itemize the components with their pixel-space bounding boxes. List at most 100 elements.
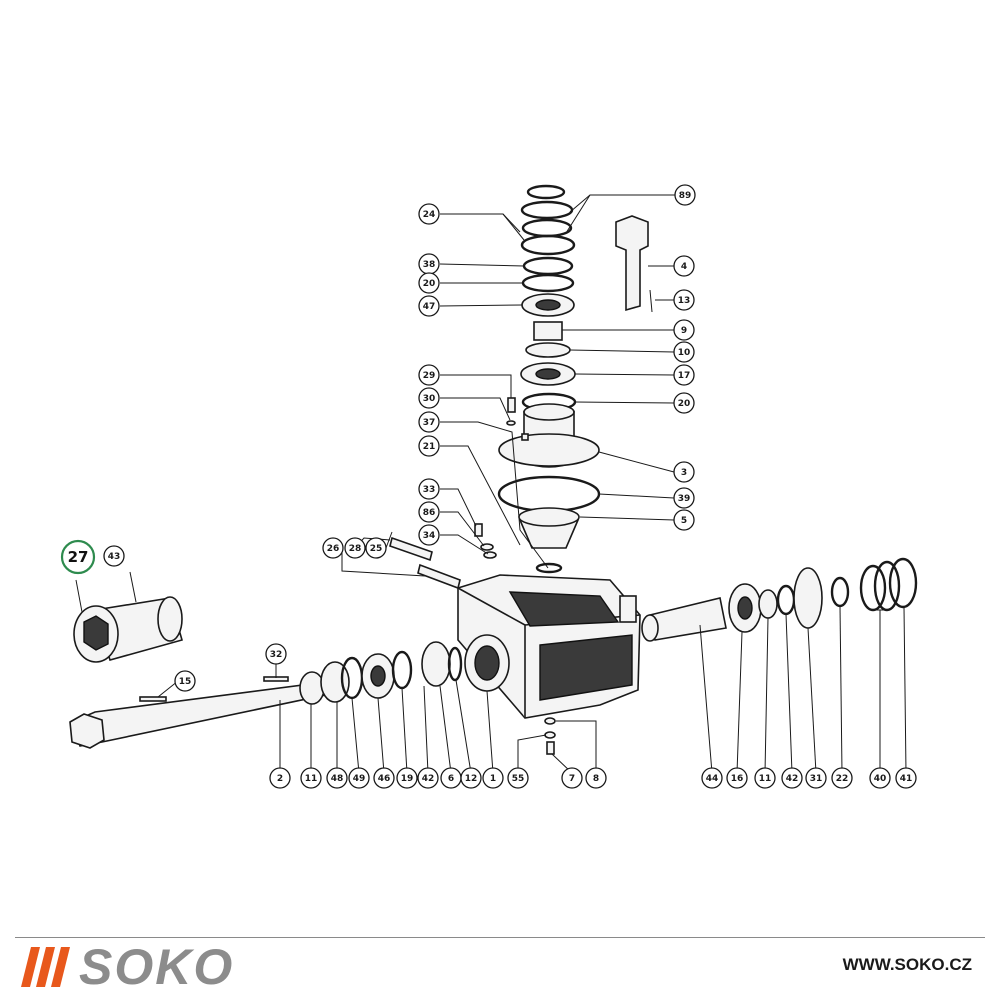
svg-text:11: 11 xyxy=(305,774,318,784)
label-40: 40 xyxy=(869,767,891,789)
leader-lines xyxy=(75,194,907,774)
svg-text:33: 33 xyxy=(423,485,436,495)
label-22: 22 xyxy=(831,767,853,789)
svg-text:89: 89 xyxy=(679,191,692,201)
svg-text:44: 44 xyxy=(706,774,719,784)
label-49: 49 xyxy=(348,767,370,789)
svg-text:6: 6 xyxy=(448,774,454,784)
label-16: 16 xyxy=(726,767,748,789)
label-46: 46 xyxy=(373,767,395,789)
small-washers xyxy=(544,717,556,755)
label-33: 33 xyxy=(418,478,440,500)
highlighted-part-27[interactable]: 27 xyxy=(60,539,96,575)
svg-text:4: 4 xyxy=(681,262,687,272)
svg-text:48: 48 xyxy=(331,774,344,784)
label-48: 48 xyxy=(326,767,348,789)
svg-text:19: 19 xyxy=(401,774,414,784)
svg-text:38: 38 xyxy=(423,260,436,270)
label-6: 6 xyxy=(440,767,462,789)
label-86: 86 xyxy=(418,501,440,523)
label-21: 21 xyxy=(418,435,440,457)
footer-divider xyxy=(15,937,985,938)
bolt-and-pin xyxy=(615,215,653,313)
label-13: 13 xyxy=(673,289,695,311)
label-43: 43 xyxy=(103,545,125,567)
svg-text:20: 20 xyxy=(423,279,436,289)
label-17: 17 xyxy=(673,364,695,386)
label-37: 37 xyxy=(418,411,440,433)
label-26: 26 xyxy=(322,537,344,559)
small-fasteners xyxy=(389,397,516,590)
svg-text:31: 31 xyxy=(810,774,823,784)
svg-text:86: 86 xyxy=(423,508,436,518)
svg-text:27: 27 xyxy=(68,548,89,566)
svg-text:34: 34 xyxy=(423,531,436,541)
label-55: 55 xyxy=(507,767,529,789)
label-11-right: 11 xyxy=(754,767,776,789)
label-41: 41 xyxy=(895,767,917,789)
label-11-left: 11 xyxy=(300,767,322,789)
label-8: 8 xyxy=(585,767,607,789)
label-25: 25 xyxy=(365,537,387,559)
svg-text:16: 16 xyxy=(731,774,744,784)
svg-text:24: 24 xyxy=(423,210,436,220)
svg-text:1: 1 xyxy=(490,774,496,784)
svg-text:21: 21 xyxy=(423,442,436,452)
label-15: 15 xyxy=(174,670,196,692)
svg-text:17: 17 xyxy=(678,371,691,381)
gearbox-housing xyxy=(457,574,641,719)
svg-text:40: 40 xyxy=(874,774,887,784)
svg-text:7: 7 xyxy=(569,774,575,784)
svg-text:32: 32 xyxy=(270,650,283,660)
svg-text:29: 29 xyxy=(423,371,436,381)
svg-text:3: 3 xyxy=(681,468,687,478)
label-42-right: 42 xyxy=(781,767,803,789)
svg-text:5: 5 xyxy=(681,516,687,526)
svg-text:22: 22 xyxy=(836,774,849,784)
brand-name: SOKO xyxy=(79,939,235,995)
logo-bars-icon xyxy=(21,947,70,987)
label-38: 38 xyxy=(418,253,440,275)
svg-text:2: 2 xyxy=(277,774,283,784)
svg-text:20: 20 xyxy=(678,399,691,409)
label-20-top: 20 xyxy=(418,272,440,294)
svg-text:12: 12 xyxy=(465,774,478,784)
svg-text:8: 8 xyxy=(593,774,599,784)
svg-text:11: 11 xyxy=(759,774,772,784)
svg-text:55: 55 xyxy=(512,774,525,784)
svg-text:28: 28 xyxy=(349,544,362,554)
svg-text:39: 39 xyxy=(678,494,691,504)
label-9: 9 xyxy=(673,319,695,341)
sleeve-part xyxy=(73,571,183,663)
svg-text:49: 49 xyxy=(353,774,366,784)
svg-text:30: 30 xyxy=(423,394,436,404)
svg-text:43: 43 xyxy=(108,552,121,562)
label-20-mid: 20 xyxy=(673,392,695,414)
brand-logo[interactable]: SOKO xyxy=(21,939,235,995)
svg-text:41: 41 xyxy=(900,774,913,784)
label-29: 29 xyxy=(418,364,440,386)
label-30: 30 xyxy=(418,387,440,409)
label-34: 34 xyxy=(418,524,440,546)
website-link[interactable]: WWW.SOKO.CZ xyxy=(842,955,972,974)
svg-text:26: 26 xyxy=(327,544,340,554)
label-5: 5 xyxy=(673,509,695,531)
label-32: 32 xyxy=(265,643,287,665)
svg-text:9: 9 xyxy=(681,326,687,336)
svg-text:10: 10 xyxy=(678,348,691,358)
label-1: 1 xyxy=(482,767,504,789)
label-42-left: 42 xyxy=(417,767,439,789)
svg-text:42: 42 xyxy=(786,774,799,784)
label-3-top: 3 xyxy=(673,461,695,483)
label-12: 12 xyxy=(460,767,482,789)
svg-text:46: 46 xyxy=(378,774,391,784)
label-24: 24 xyxy=(418,203,440,225)
svg-text:37: 37 xyxy=(423,418,436,428)
label-39: 39 xyxy=(673,487,695,509)
label-2: 2 xyxy=(269,767,291,789)
right-shaft-assembly xyxy=(641,557,918,642)
label-19: 19 xyxy=(396,767,418,789)
label-4: 4 xyxy=(673,255,695,277)
